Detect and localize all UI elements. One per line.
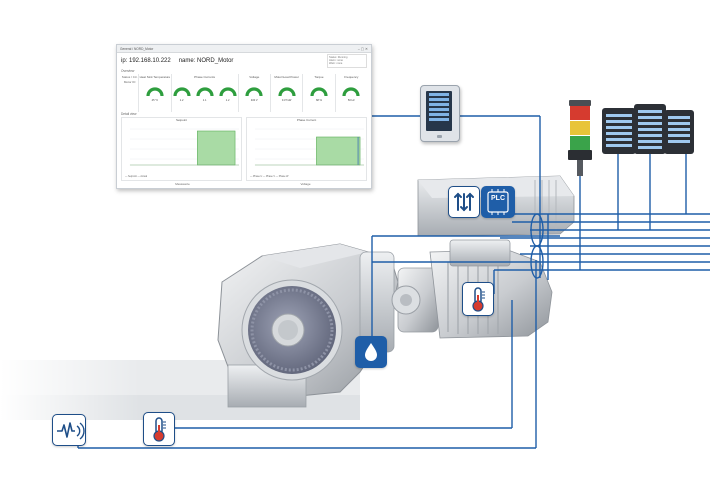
status-legend-line: Alarm: none bbox=[329, 59, 343, 62]
setpoint-chart: Setpoint — Setpoint — Actual bbox=[121, 117, 242, 181]
gauge-group-label: Torque bbox=[314, 75, 324, 79]
gauge-value: 400 V bbox=[250, 99, 258, 102]
gauge-group-label: Frequency bbox=[344, 75, 359, 79]
gauge-group: Voltage 400 V bbox=[237, 74, 270, 112]
gauge: 68 % bbox=[309, 84, 329, 102]
control-cabinets bbox=[602, 104, 694, 154]
gauge-group: Heat Sink Temperature 45 °C bbox=[138, 74, 170, 112]
plc-icon: PLC bbox=[481, 186, 515, 218]
monitoring-dashboard: General / NORD_Motor – ▢ ✕ ip: 192.168.1… bbox=[116, 44, 372, 189]
oil-drop-icon bbox=[355, 336, 387, 368]
dashboard-tab[interactable]: General / NORD_Motor bbox=[120, 46, 154, 51]
chart-row: Setpoint — Setpoint — Actual Phase Curre… bbox=[117, 117, 371, 181]
setpoint-plot bbox=[129, 128, 240, 166]
gauge-value: 1.1 bbox=[202, 99, 207, 102]
gauge-group: Frequency 50 Hz bbox=[334, 74, 367, 112]
gauge-value: 1.2 bbox=[225, 99, 230, 102]
tablet-home-button bbox=[437, 135, 442, 138]
gauge-row: Status / Ctr. Motor ID Heat Sink Tempera… bbox=[117, 74, 371, 112]
gearbox bbox=[217, 243, 399, 408]
gauge-group: Torque 68 % bbox=[302, 74, 334, 112]
dashboard-header: ip: 192.168.10.222 name: NORD_Motor Stat… bbox=[117, 53, 371, 69]
thermometer-icon bbox=[462, 282, 494, 316]
footer-label: Voltage bbox=[300, 182, 311, 186]
gauge-set: 45 °C bbox=[145, 84, 165, 102]
plc-label: PLC bbox=[491, 195, 505, 202]
gauge-group-label: Motor/Load Power bbox=[274, 75, 299, 79]
gauge-group-label: Voltage bbox=[249, 75, 260, 79]
signal-wiring bbox=[77, 115, 710, 449]
gauge-value: 1.2 bbox=[179, 99, 184, 102]
section-overview: Overview bbox=[121, 69, 135, 73]
gauge: 1.2 bbox=[218, 84, 238, 102]
gauge-group: Motor/Load Power 0.37 kW bbox=[269, 74, 302, 112]
device-ip: ip: 192.168.10.222 bbox=[121, 58, 171, 64]
chart-legend: — Setpoint — Actual bbox=[125, 175, 148, 178]
status-column: Status / Ctr. Motor ID bbox=[121, 74, 138, 112]
gauge: 45 °C bbox=[145, 84, 165, 102]
gauge: 400 V bbox=[244, 84, 264, 102]
footer-label: Messwerte bbox=[175, 182, 190, 186]
chart-title: Setpoint bbox=[175, 118, 187, 122]
status-legend: Status: Running Alarm: none Warn: none bbox=[327, 54, 367, 68]
io-arrows-icon bbox=[448, 186, 480, 218]
tablet-screen bbox=[426, 91, 452, 131]
dashboard-titlebar: General / NORD_Motor – ▢ ✕ bbox=[117, 45, 371, 53]
gauge-value: 50 Hz bbox=[347, 99, 355, 102]
gauge-set: 1.2 1.1 1.2 bbox=[172, 84, 238, 102]
device-name: name: NORD_Motor bbox=[178, 58, 234, 64]
phase-current-plot bbox=[254, 128, 365, 166]
gauge-set: 50 Hz bbox=[341, 84, 361, 102]
gauge-group-label: Phase Currents bbox=[194, 75, 216, 79]
gauge: 1.2 bbox=[172, 84, 192, 102]
wiring-junctions bbox=[530, 213, 544, 279]
gauge-group-label: Heat Sink Temperature bbox=[139, 75, 171, 79]
section-detail: Detail view bbox=[121, 112, 137, 116]
status-legend-line: Status: Running bbox=[329, 56, 348, 59]
hmi-tablet bbox=[420, 85, 460, 142]
gauge: 1.1 bbox=[195, 84, 215, 102]
gauge: 0.37 kW bbox=[277, 84, 297, 102]
chart-legend: — Phase U — Phase V — Phase W bbox=[250, 175, 289, 178]
gauge-value: 68 % bbox=[315, 99, 322, 102]
status-row-label: Status / Ctr. bbox=[121, 75, 138, 79]
gauge-set: 400 V bbox=[244, 84, 264, 102]
gauge-group: Phase Currents 1.2 1.1 1.2 bbox=[170, 74, 238, 112]
chart-title: Phase Current bbox=[296, 118, 317, 122]
signal-tower bbox=[568, 100, 592, 176]
motor-row-label: Motor ID bbox=[123, 80, 136, 84]
gauge-value: 0.37 kW bbox=[281, 99, 292, 102]
phase-current-chart: Phase Current — Phase U — Phase V — Phas… bbox=[246, 117, 367, 181]
gauge-value: 45 °C bbox=[151, 99, 159, 102]
status-legend-line: Warn: none bbox=[329, 62, 343, 65]
window-controls[interactable]: – ▢ ✕ bbox=[357, 46, 368, 51]
gauge-set: 68 % bbox=[309, 84, 329, 102]
vibration-sensor-icon bbox=[52, 414, 86, 446]
gauge-set: 0.37 kW bbox=[277, 84, 297, 102]
gauge: 50 Hz bbox=[341, 84, 361, 102]
thermometer-icon bbox=[143, 412, 175, 446]
dashboard-footer: Messwerte Voltage bbox=[117, 181, 371, 187]
